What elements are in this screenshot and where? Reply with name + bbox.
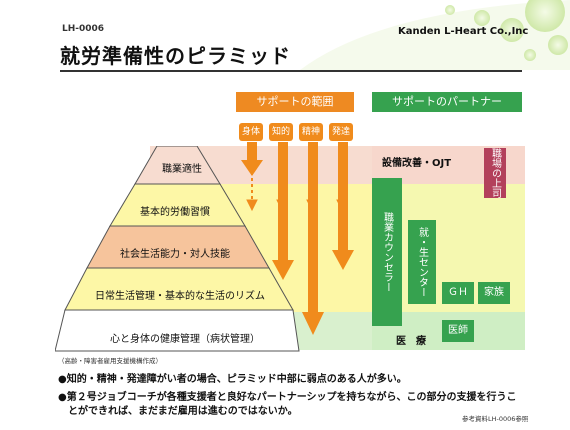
document-code: LH-0006	[62, 24, 105, 34]
arrow-physical-head	[246, 199, 258, 212]
partner-group-home: ＧＨ	[442, 282, 474, 304]
partner-equipment-ojt: 設備改善・OJT	[382, 158, 452, 169]
arrow-developmental	[332, 250, 354, 270]
title-divider	[60, 70, 522, 72]
decorative-bubbles	[300, 0, 570, 70]
source-note: （高齢・障害者雇用支援機構作成）	[58, 357, 162, 365]
pyramid-level-5	[55, 309, 300, 352]
support-arrows	[241, 142, 354, 335]
partner-medical: 医 療	[396, 336, 426, 347]
pyramid-diagram	[55, 146, 300, 352]
bullet-point-2b: とができれば、まだまだ雇用は進むのではないか。	[68, 406, 298, 417]
arrow-intellectual	[272, 260, 294, 280]
level-daily-life: 日常生活管理・基本的な生活のリズム	[95, 291, 265, 302]
level-work-habits: 基本的労働習慣	[140, 207, 210, 218]
bullet-point-1: ●知的・精神・発達障がい者の場合、ピラミッド中部に弱点のある人が多い。	[58, 374, 407, 385]
partner-job-counselor: 職業カウンセラー	[372, 178, 402, 326]
partner-doctor: 医師	[442, 320, 474, 342]
level-social-skills: 社会生活能力・対人技能	[120, 249, 230, 260]
type-intellectual: 知的	[269, 123, 293, 141]
support-partner-header: サポートのパートナー	[372, 92, 522, 112]
partner-family: 家族	[478, 282, 510, 304]
page-title: 就労準備性のピラミッド	[60, 44, 291, 68]
partner-workplace-boss: 職場の上司	[484, 148, 506, 198]
bullet-point-2a: ●第２号ジョブコーチが各種支援者と良好なパートナーシップを持ちながら、この部分の…	[58, 392, 517, 403]
company-name: Kanden L-Heart Co.,Inc	[398, 26, 529, 37]
type-developmental: 発達	[329, 123, 353, 141]
partner-employment-center: 就・生センター	[408, 220, 436, 304]
support-range-header: サポートの範囲	[236, 92, 354, 112]
type-physical: 身体	[239, 123, 263, 141]
level-aptitude: 職業適性	[162, 164, 202, 175]
type-mental: 精神	[299, 123, 323, 141]
reference-note: 参考資料LH-0006参照	[462, 415, 529, 423]
arrow-physical	[241, 160, 263, 176]
level-health: 心と身体の健康管理（病状管理）	[110, 334, 260, 345]
arrow-mental	[302, 312, 324, 335]
